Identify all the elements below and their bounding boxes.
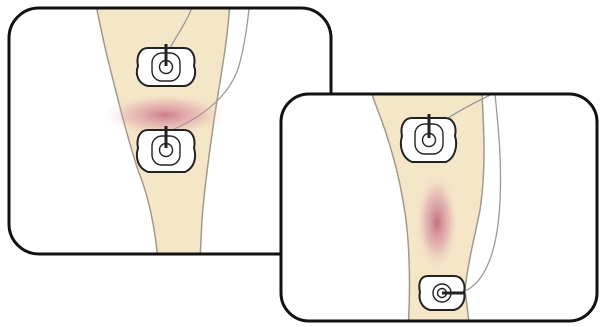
pain-area: [415, 172, 459, 272]
upper-electrode: [401, 114, 456, 162]
upper-electrode: [137, 44, 195, 86]
lower-electrode: [137, 126, 195, 172]
ankle-electrode: [419, 276, 464, 310]
calf-placement-panel: [281, 94, 597, 327]
